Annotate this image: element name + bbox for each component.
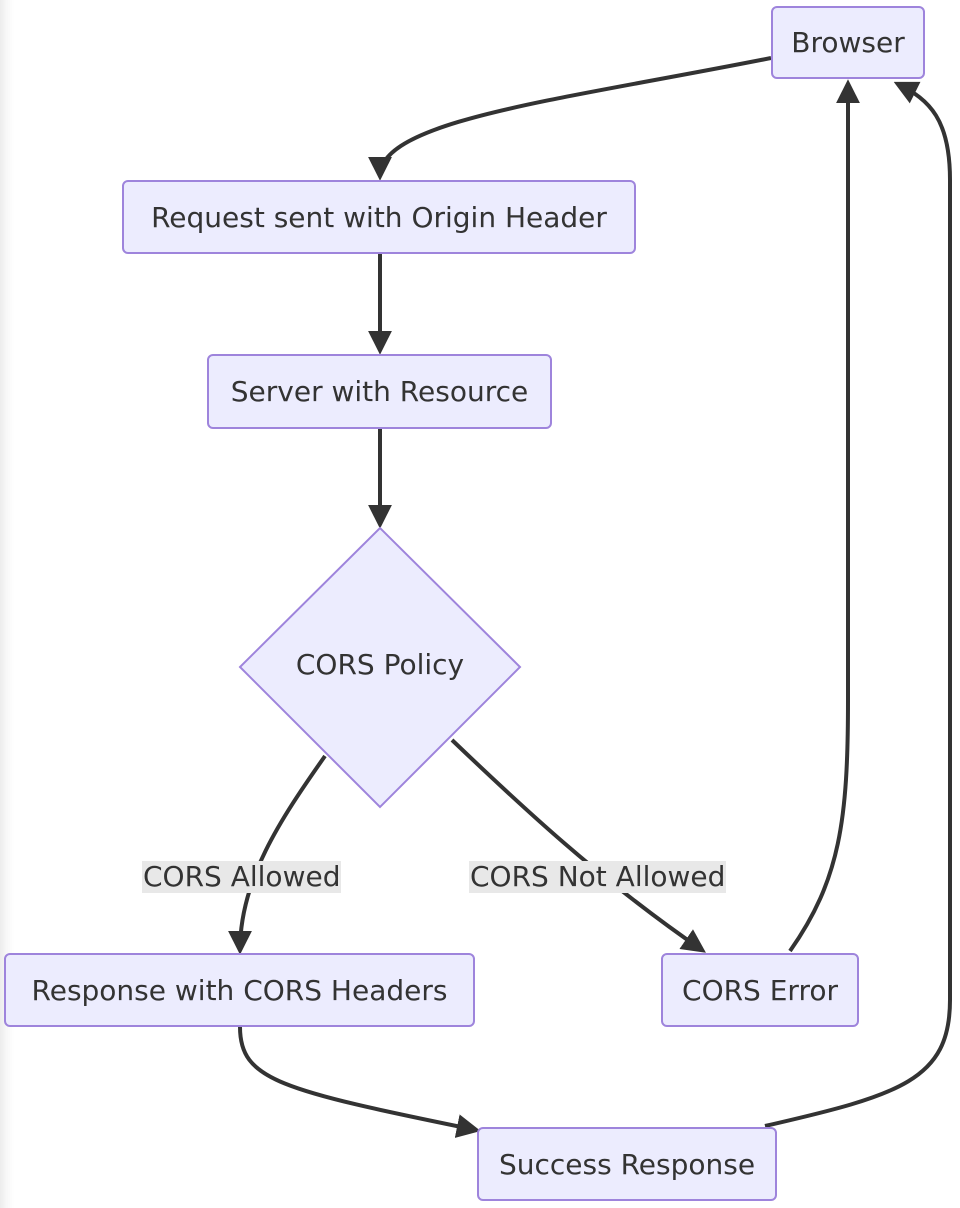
edge-policy-to-error	[450, 738, 706, 953]
cors-policy-diamond	[238, 526, 522, 809]
edge-success-to-browser	[764, 81, 952, 1128]
node-request-label: Request sent with Origin Header	[151, 200, 607, 234]
node-success-label: Success Response	[498, 1147, 756, 1181]
node-server: Server with Resource	[207, 354, 552, 429]
node-response-headers-label: Response with CORS Headers	[31, 973, 448, 1007]
node-request: Request sent with Origin Header	[122, 180, 636, 254]
node-policy-label: CORS Policy	[295, 648, 465, 681]
edge-label-not-allowed: CORS Not Allowed	[469, 860, 727, 893]
node-browser-label: Browser	[791, 26, 905, 59]
edge-label-allowed: CORS Allowed	[142, 860, 342, 893]
node-cors-error-label: CORS Error	[682, 973, 838, 1007]
node-server-label: Server with Resource	[230, 375, 529, 408]
node-browser: Browser	[771, 6, 925, 79]
edge-policy-to-response	[228, 754, 327, 955]
edge-browser-to-request	[368, 56, 772, 181]
edge-error-to-browser	[788, 79, 860, 953]
node-cors-error: CORS Error	[661, 953, 859, 1027]
node-success: Success Response	[477, 1127, 777, 1201]
node-response-headers: Response with CORS Headers	[4, 953, 475, 1027]
edge-response-to-success	[238, 1026, 481, 1138]
